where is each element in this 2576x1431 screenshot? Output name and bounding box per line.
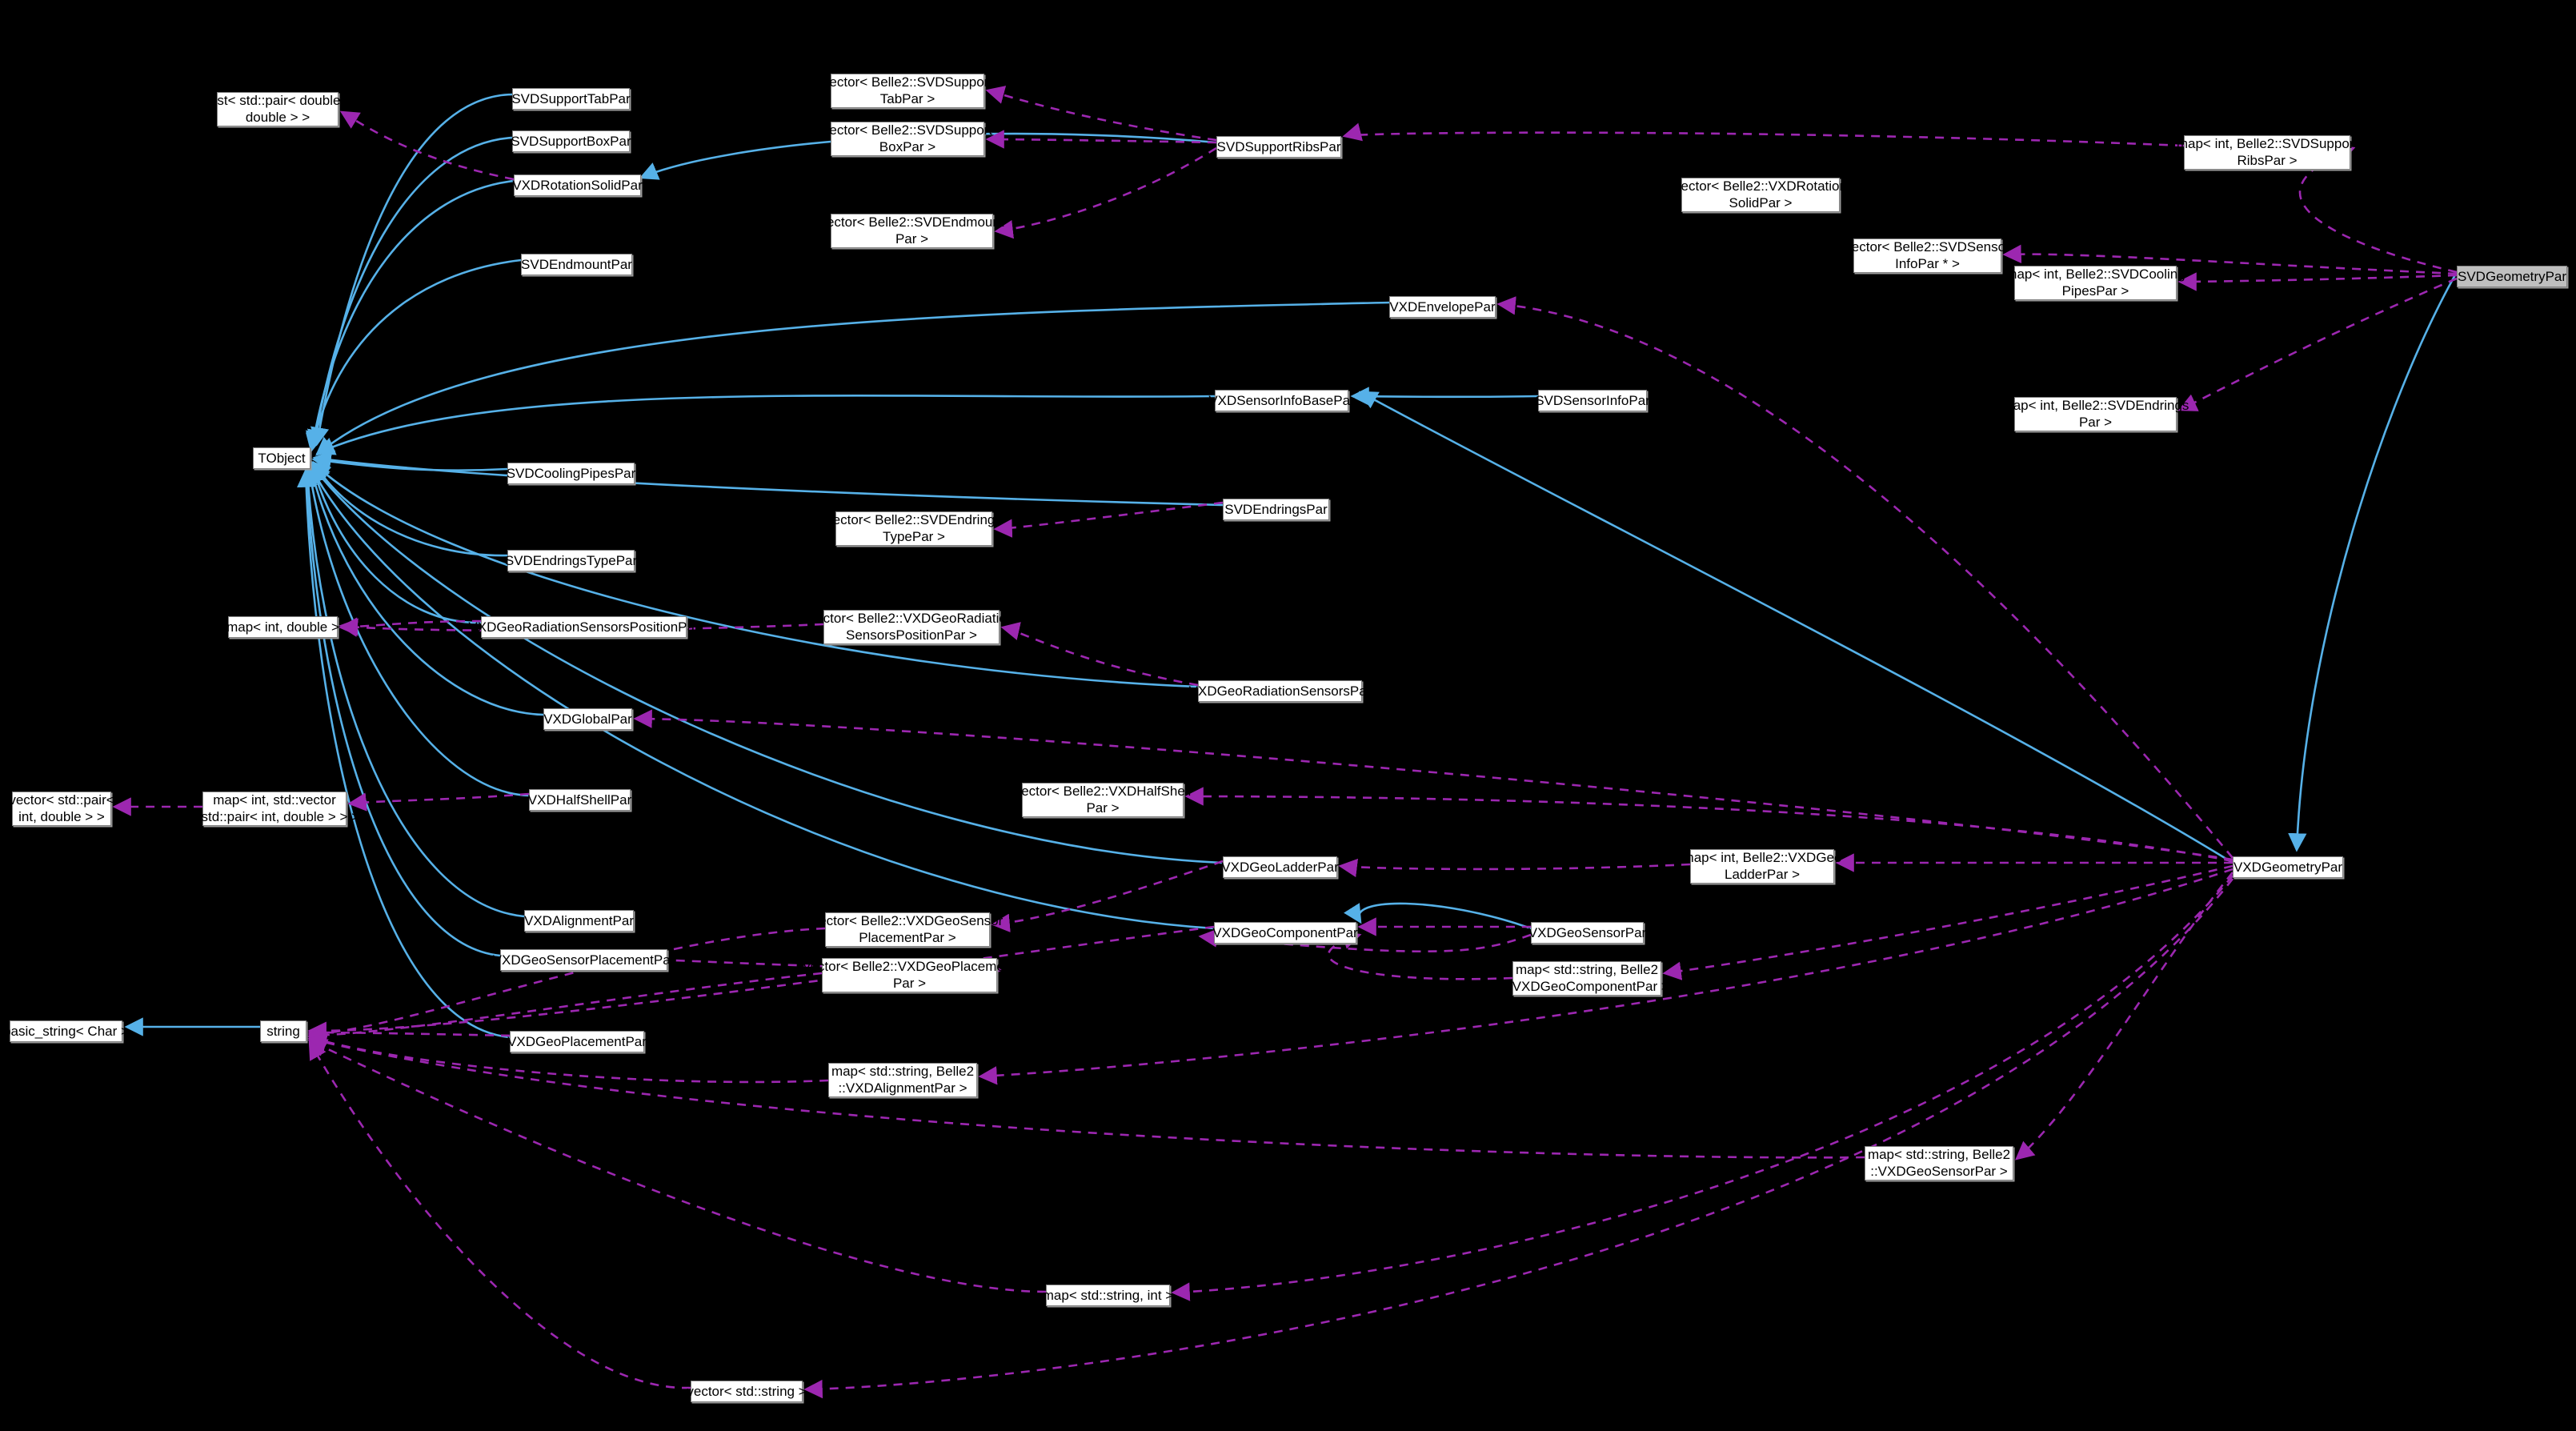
node-basic-string-char[interactable]: basic_string< Char > [3, 1020, 129, 1042]
node-map-svdendringspar[interactable]: map< int, Belle2::SVDEndrings Par > [2002, 397, 2189, 431]
node-vxdenvelopepar[interactable]: VXDEnvelopePar [1389, 296, 1496, 318]
node-map-vxdalignmentpar[interactable]: map< std::string, Belle2 ::VXDAlignmentP… [828, 1063, 977, 1097]
node-vector-vxdgeosensorplacementpar[interactable]: vector< Belle2::VXDGeoSensor PlacementPa… [812, 912, 1003, 947]
node-vector-svdendmountpar[interactable]: vector< Belle2::SVDEndmount Par > [819, 214, 1004, 248]
node-map-vxdgeocomponentpar[interactable]: map< std::string, Belle2 ::VXDGeoCompone… [1504, 961, 1669, 996]
node-svdsupportribspar[interactable]: SVDSupportRibsPar [1216, 136, 1341, 158]
node-vxdgeosensorplacementpar[interactable]: VXDGeoSensorPlacementPar [493, 949, 675, 971]
node-vector-vxdhalfshellpar[interactable]: vector< Belle2::VXDHalfShell Par > [1015, 783, 1191, 817]
node-vxdgeoradiationsensorspositionpar[interactable]: VXDGeoRadiationSensorsPositionPar [468, 616, 699, 638]
node-vxdgeometrypar[interactable]: VXDGeometryPar [2233, 856, 2343, 878]
node-list-pair-double[interactable]: list< std::pair< double, double > > [211, 92, 344, 126]
node-vxdhalfshellpar[interactable]: VXDHalfShellPar [528, 789, 631, 811]
node-vector-string[interactable]: vector< std::string > [687, 1381, 807, 1402]
node-svdsupportboxpar[interactable]: SVDSupportBoxPar [511, 130, 631, 152]
node-vector-pair-int-double[interactable]: vector< std::pair< int, double > > [9, 792, 114, 826]
node-vxdalignmentpar[interactable]: VXDAlignmentPar [524, 910, 634, 932]
node-svdcoolingpipespar[interactable]: SVDCoolingPipesPar [507, 463, 635, 484]
node-vector-svdendringstypepar[interactable]: vector< Belle2::SVDEndrings TypePar > [826, 511, 1002, 546]
node-vxdgeocomponentpar[interactable]: VXDGeoComponentPar [1212, 922, 1358, 944]
node-vector-vxdgeoplacementpar[interactable]: vector< Belle2::VXDGeoPlacement Par > [803, 958, 1016, 992]
node-string[interactable]: string [260, 1020, 306, 1042]
node-map-vxdgeosensorpar[interactable]: map< std::string, Belle2 ::VXDGeoSensorP… [1865, 1146, 2013, 1180]
node-map-svdcoolingpipespar[interactable]: map< int, Belle2::SVDCooling PipesPar > [2005, 266, 2185, 300]
node-svdsupporttabpar[interactable]: SVDSupportTabPar [511, 88, 631, 110]
node-vector-svdsupportboxpar[interactable]: vector< Belle2::SVDSupport BoxPar > [823, 122, 992, 156]
node-map-int-vector-pair[interactable]: map< int, std::vector < std::pair< int, … [190, 792, 359, 826]
node-svdgeometrypar[interactable]: SVDGeometryPar [2457, 266, 2567, 287]
node-map-svdsupportribspar[interactable]: map< int, Belle2::SVDSupport RibsPar > [2177, 135, 2358, 170]
node-map-string-int[interactable]: map< std::string, int > [1043, 1285, 1173, 1306]
node-vector-svdsupporttabpar[interactable]: vector< Belle2::SVDSupport TabPar > [823, 74, 992, 108]
node-vector-svdsensorinfopar-ptr[interactable]: vector< Belle2::SVDSensor InfoPar * > [1845, 238, 2010, 273]
node-vxdglobalpar[interactable]: VXDGlobalPar [543, 708, 632, 730]
node-svdendringstypepar[interactable]: SVDEndringsTypePar [505, 550, 637, 571]
node-svdendringspar[interactable]: SVDEndringsPar [1223, 499, 1329, 520]
node-svdendmountpar[interactable]: SVDEndmountPar [521, 254, 632, 275]
node-vector-vxdrotationsolidpar[interactable]: vector< Belle2::VXDRotation SolidPar > [1674, 178, 1847, 212]
node-vxdgeoradiationsensorspar[interactable]: VXDGeoRadiationSensorsPar [1189, 680, 1371, 702]
node-vxdgeoplacementpar[interactable]: VXDGeoPlacementPar [507, 1031, 647, 1052]
node-svdsensorinfopar[interactable]: SVDSensorInfoPar [1535, 390, 1650, 411]
node-map-vxdgeoladderpar[interactable]: map< int, Belle2::VXDGeo LadderPar > [1683, 849, 1841, 884]
node-map-int-double[interactable]: map< int, double > [226, 616, 339, 638]
node-vxdgeosensorpar[interactable]: VXDGeoSensorPar [1528, 922, 1646, 944]
node-vector-vxdgeoradiationsensorspositionpar[interactable]: vector< Belle2::VXDGeoRadiation SensorsP… [809, 610, 1014, 644]
node-vxdgeoladderpar[interactable]: VXDGeoLadderPar [1221, 856, 1339, 878]
node-vxdrotationsolidpar[interactable]: VXDRotationSolidPar [512, 174, 643, 196]
node-vxdsensorinfobasepar[interactable]: VXDSensorInfoBasePar [1208, 390, 1355, 411]
node-tobject[interactable]: TObject [253, 447, 310, 469]
